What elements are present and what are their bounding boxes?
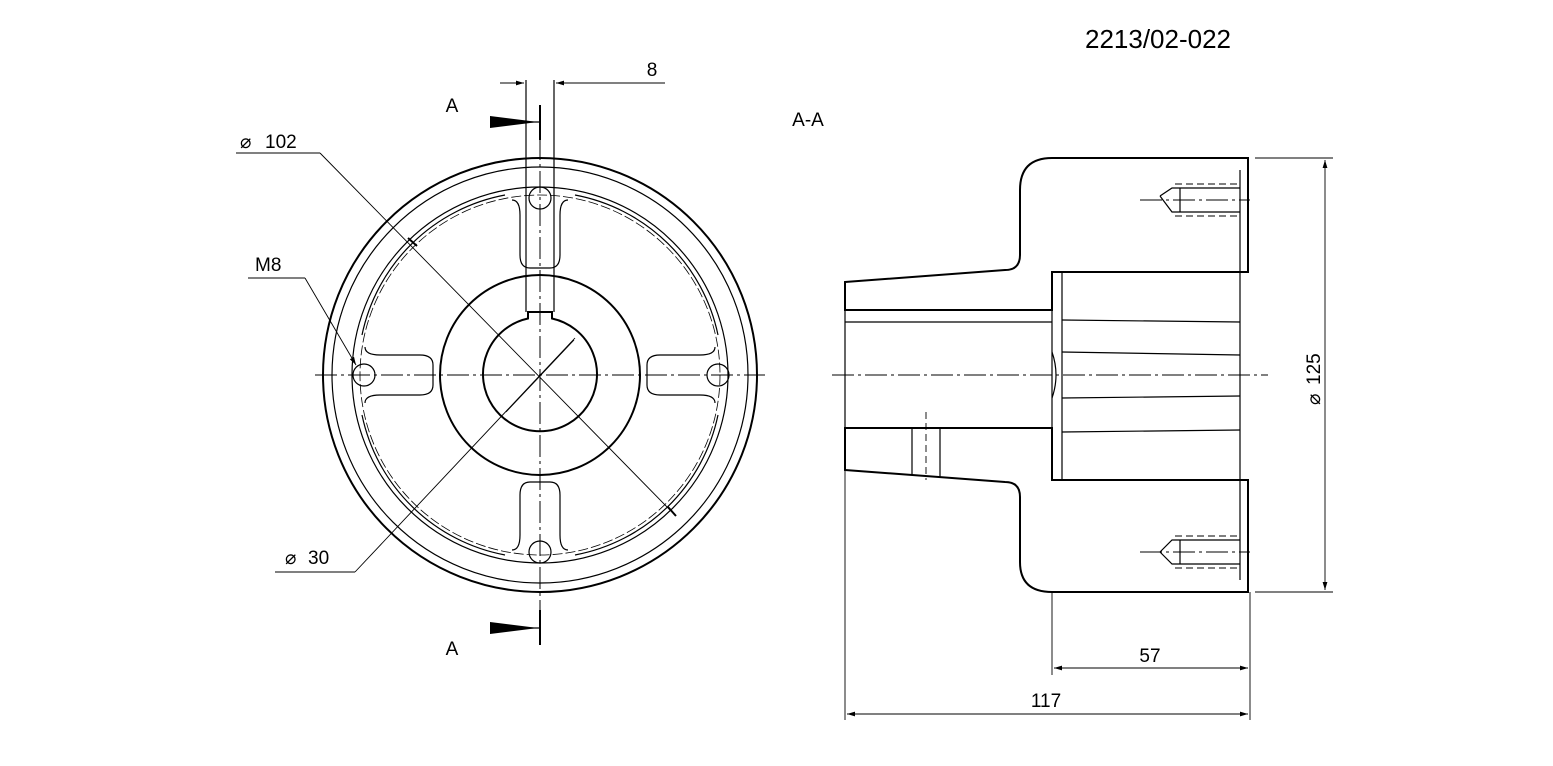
dim-diameter-102: 102 [265,132,297,153]
section-title: A-A [792,110,824,131]
dim-key-width: 8 [647,60,658,81]
dim-length-57: 57 [1139,646,1160,667]
bore-with-keyway [482,311,598,433]
front-view: A A 8 ⌀ 102 ⌀ 30 M8 [236,60,765,660]
section-marker-top: A [446,96,459,117]
section-view: A-A [792,110,1333,720]
part-number: 2213/02-022 [1085,24,1231,54]
svg-text:⌀: ⌀ [240,132,251,153]
section-marker-bottom: A [446,639,459,660]
svg-text:⌀: ⌀ [285,548,296,569]
section-upper [844,157,1249,311]
section-lower [844,427,1249,593]
dim-thread-m8: M8 [255,255,281,276]
pockets [361,194,719,556]
dim-length-117: 117 [1031,691,1061,712]
dim-diameter-125: 125 [1304,353,1325,385]
svg-text:⌀: ⌀ [1304,394,1325,405]
dim-diameter-30: 30 [308,548,329,569]
